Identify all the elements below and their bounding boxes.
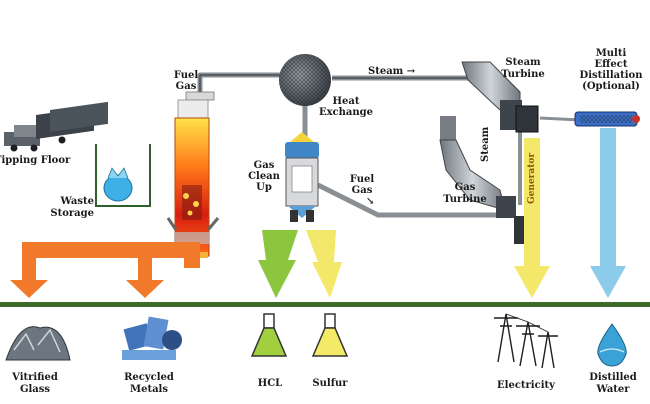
green-arrow [258,230,298,298]
distilled-water-label-line1: Distilled [589,372,637,383]
heat-exchanger [279,54,331,106]
fuel-gas-arrow: ↘ [366,196,375,207]
waste-storage-label-line2: Storage [50,208,94,219]
steam-turbine [461,61,539,133]
steam-turbine-label-line1: Steam [505,57,541,68]
waste-storage-label-line1: Waste [60,196,94,207]
hcl-flask-icon [250,313,288,357]
power-towers-icon [494,313,558,369]
sulfur-label: Sulfur [312,378,348,389]
steam-vertical-label: Steam [480,126,491,162]
yellow-arrow-sulfur [306,230,342,298]
multi-effect-label-line3: Distillation [579,70,643,81]
gas-cleanup-vessel [285,132,319,222]
fuel-gas-top-label-line2: Gas [175,81,197,92]
steam-horizontal-label: Steam → [368,66,416,77]
vitrified-glass-label-line2: Glass [19,384,51,395]
gas-turbine-label-line1: Gas [454,182,476,193]
gas-cleanup-label-line1: Gas [253,160,275,171]
pipe-cleanup-to-turbine [316,182,500,218]
distilled-water-label-line2: Water [596,384,630,395]
tipping-floor-label: Tipping Floor [0,155,71,166]
multi-effect-label-line2: Effect [594,59,628,70]
steam-turbine-label-line2: Turbine [501,69,545,80]
distillation-unit [574,111,640,127]
recycled-metals-label-line2: Metals [130,384,168,395]
fuel-gas-mid-label-line1: Fuel [349,174,375,185]
pipe-to-distiller [539,116,581,122]
garbage-trucks-icon [4,101,108,152]
water-drop-icon [597,323,627,367]
fuel-gas-mid-label-line2: Gas [351,185,373,196]
gas-cleanup-label-line2: Clean [248,171,280,182]
electricity-label: Electricity [497,380,555,391]
gasifier-column [166,91,220,258]
glass-pile-icon [5,326,71,361]
pipe-network [197,72,581,218]
metal-parts-icon [122,316,182,360]
hcl-label: HCL [257,378,283,389]
generator-label: Generator [527,152,537,204]
heat-exchange-label-line1: Heat [332,96,360,107]
heat-exchange-label-line2: Exchange [318,107,374,118]
orange-output-arrows [10,242,200,298]
multi-effect-label-line1: Multi [595,48,627,59]
fuel-gas-top-label-line1: Fuel [173,70,199,81]
vitrified-glass-label-line1: Vitrified [12,372,58,383]
sulfur-flask-icon [311,313,349,357]
waste-storage-bin [95,144,151,207]
gas-cleanup-label-line3: Up [256,182,272,193]
recycled-metals-label-line1: Recycled [124,372,174,383]
output-baseline [0,302,650,307]
multi-effect-label-line4: (Optional) [582,81,640,92]
gas-turbine-label-line2: Turbine [443,194,487,205]
blue-arrow-water [590,128,626,298]
yellow-arrow-electricity [514,138,550,298]
